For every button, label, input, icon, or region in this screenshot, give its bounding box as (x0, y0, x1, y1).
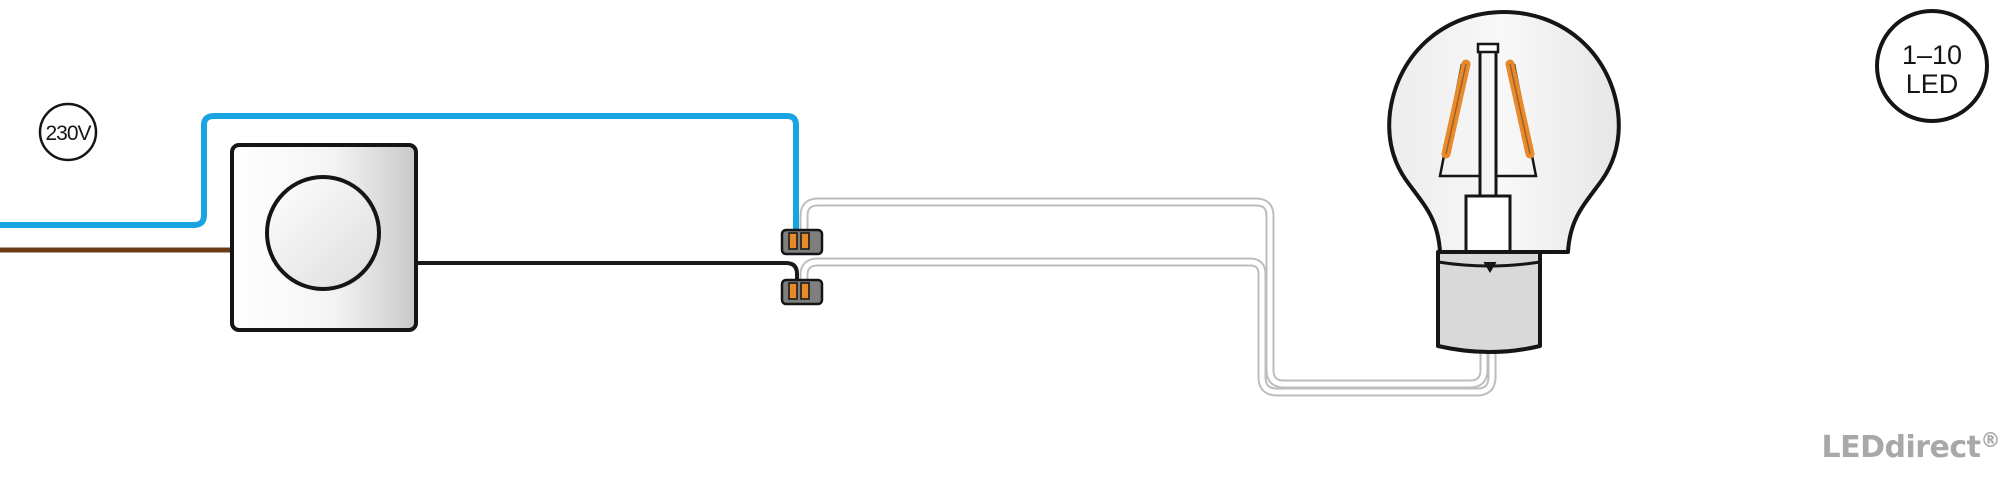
led-count-badge: 1–10 LED (1875, 9, 1989, 123)
filament-bulb-icon (1387, 10, 1621, 354)
lamp-cable (799, 197, 1497, 397)
led-count-line1: 1–10 (1902, 40, 1962, 70)
voltage-label: 230V (45, 122, 91, 145)
lever-connector-icon (780, 228, 824, 256)
neutral-wire (0, 113, 799, 236)
brand-logo: LEDdirect® (1700, 428, 2000, 465)
dimmer-switch-icon (230, 143, 418, 332)
switched-live-wire (415, 261, 799, 283)
voltage-badge: 230V (38, 102, 98, 162)
lever-connector-icon (780, 278, 824, 306)
brand-mark: ® (1980, 428, 2000, 452)
led-count-line2: LED (1906, 69, 1959, 99)
brand-name: LEDdirect (1821, 430, 1981, 465)
